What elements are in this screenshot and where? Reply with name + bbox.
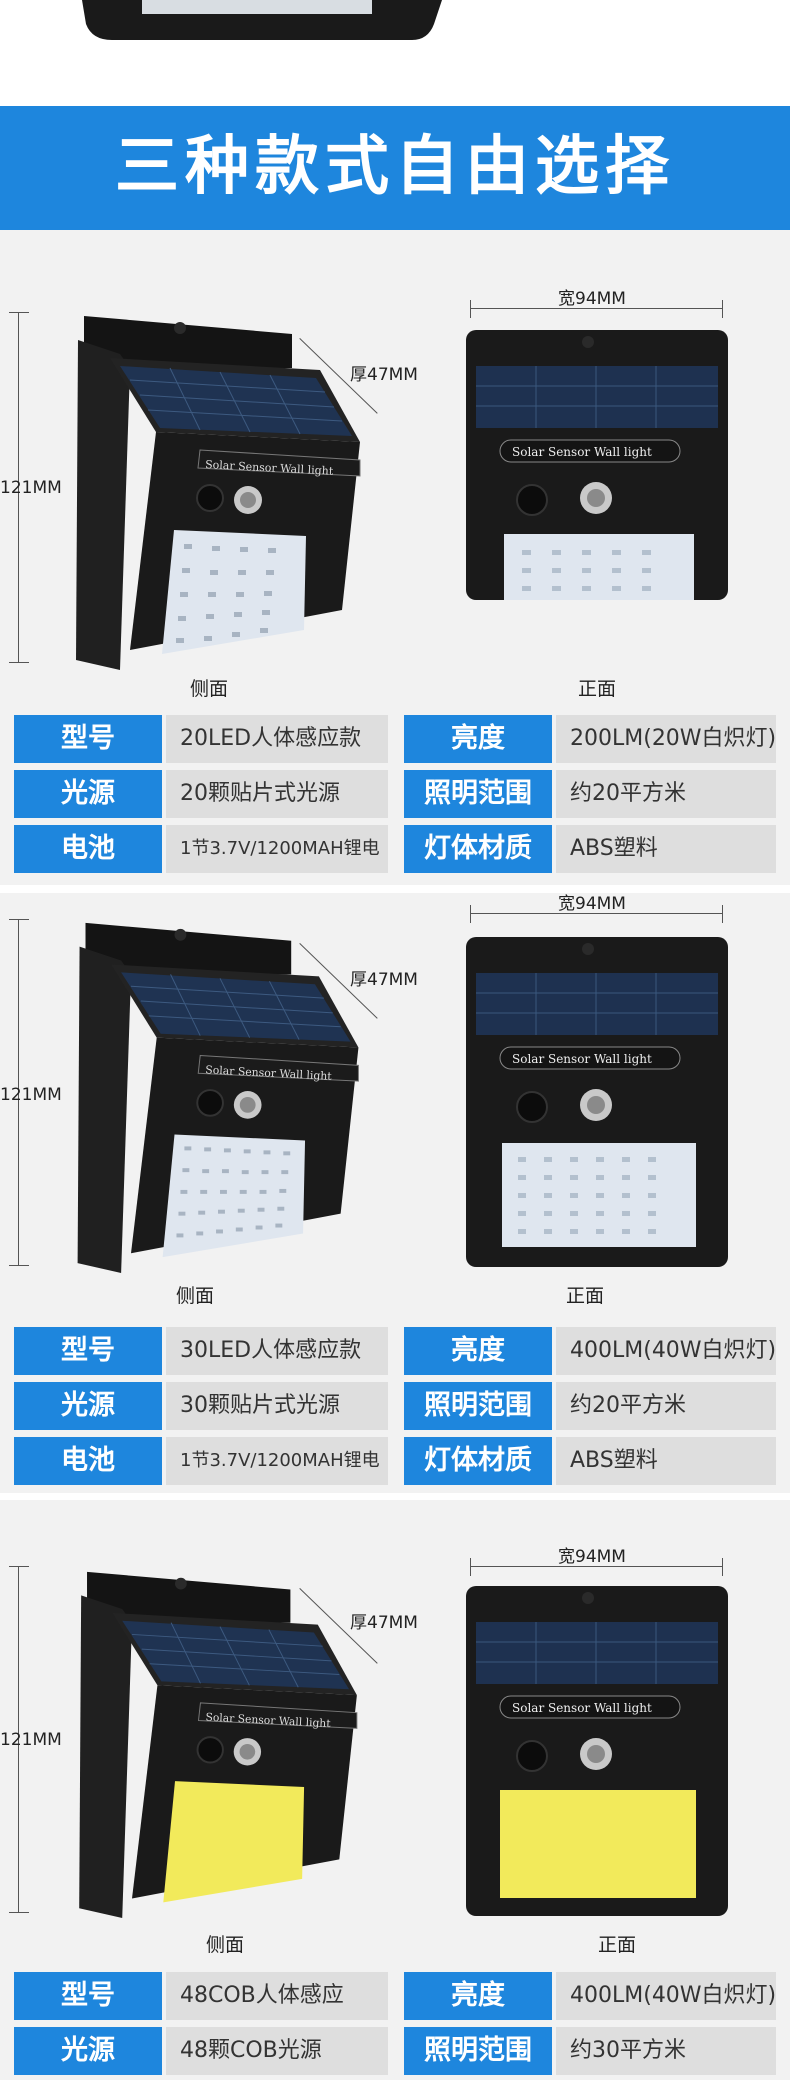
width-dimension-tick [470,300,471,318]
width-label: 宽94MM [558,1547,626,1567]
front-view-caption: 正面 [566,1285,605,1307]
panel-text: Solar Sensor Wall light [512,1052,652,1066]
panel-text: Solar Sensor Wall light [512,1701,652,1715]
width-label: 宽94MM [558,894,626,914]
front-view-image: Solar Sensor Wall light [466,330,728,600]
spec-row: 型号 48COB人体感应 亮度 400LM(40W白炽灯) [14,1972,776,2020]
front-view-image: Solar Sensor Wall light [466,1586,728,1916]
width-dimension-tick [722,905,723,923]
thickness-label: 厚47MM [350,1613,418,1633]
spec-label: 型号 [14,715,162,763]
front-view-caption: 正面 [598,1934,637,1956]
width-dimension-tick [470,1558,471,1576]
height-label: 121MM [0,478,62,498]
spec-label: 亮度 [404,1972,552,2020]
spec-value: 20颗贴片式光源 [166,770,388,818]
height-dimension-line [18,312,19,662]
spec-label: 型号 [14,1972,162,2020]
spec-value: 约30平方米 [556,2027,776,2075]
height-label: 121MM [0,1730,62,1750]
spec-row: 型号 30LED人体感应款 亮度 400LM(40W白炽灯) [14,1327,776,1375]
side-view-caption: 侧面 [176,1285,215,1307]
spec-label: 光源 [14,2027,162,2075]
spec-row: 电池 1节3.7V/1200MAH锂电 灯体材质 ABS塑料 [14,825,776,873]
front-view-image: Solar Sensor Wall light [466,937,728,1267]
width-label: 宽94MM [558,289,626,309]
spec-label: 光源 [14,770,162,818]
height-dimension-tick [9,1265,29,1266]
spec-label: 电池 [14,1437,162,1485]
spec-value: 400LM(40W白炽灯) [556,1972,776,2020]
spec-label: 灯体材质 [404,1437,552,1485]
spec-row: 光源 30颗贴片式光源 照明范围 约20平方米 [14,1382,776,1430]
width-dimension-tick [722,1558,723,1576]
spec-row: 光源 48颗COB光源 照明范围 约30平方米 [14,2027,776,2075]
spec-value: 48颗COB光源 [166,2027,388,2075]
side-view-caption: 侧面 [190,678,229,700]
side-view-caption: 侧面 [206,1934,245,1956]
product-section-3: 121MM Solar Sensor Wall light 厚47MM 宽94M… [0,1500,790,2080]
thickness-label: 厚47MM [350,970,418,990]
height-dimension-line [18,919,19,1265]
product-section-2: 121MM Solar Sensor Wall light 厚47MM [0,893,790,1493]
width-dimension-tick [722,300,723,318]
spec-value: 400LM(40W白炽灯) [556,1327,776,1375]
height-dimension-tick [9,312,29,313]
spec-label: 亮度 [404,1327,552,1375]
product-section-1: 121MM Solar Sensor Wall light 厚47MM [0,230,790,885]
banner: 三种款式自由选择 [0,106,790,230]
spec-label: 亮度 [404,715,552,763]
previous-product-image [82,0,442,40]
width-dimension-tick [470,905,471,923]
spec-label: 电池 [14,825,162,873]
spec-value: ABS塑料 [556,825,776,873]
spec-value: 48COB人体感应 [166,1972,388,2020]
thickness-label: 厚47MM [350,365,418,385]
height-dimension-tick [9,1912,29,1913]
spec-label: 照明范围 [404,1382,552,1430]
height-dimension-tick [9,1566,29,1567]
panel-text: Solar Sensor Wall light [512,445,652,459]
spec-row: 电池 1节3.7V/1200MAH锂电 灯体材质 ABS塑料 [14,1437,776,1485]
height-label: 121MM [0,1085,62,1105]
width-dimension-line [470,1566,722,1567]
spec-value: 1节3.7V/1200MAH锂电 [166,825,388,873]
side-view-image: Solar Sensor Wall light [79,1571,358,1918]
width-dimension-line [470,913,722,914]
spec-value: 30LED人体感应款 [166,1327,388,1375]
spec-label: 照明范围 [404,770,552,818]
spec-value: 1节3.7V/1200MAH锂电 [166,1437,388,1485]
spec-value: 约20平方米 [556,770,776,818]
spec-value: 200LM(20W白炽灯) [556,715,776,763]
side-view-image: Solar Sensor Wall light [76,316,361,670]
height-dimension-tick [9,662,29,663]
spec-value: 30颗贴片式光源 [166,1382,388,1430]
spec-value: 约20平方米 [556,1382,776,1430]
banner-title: 三种款式自由选择 [115,130,675,204]
spec-label: 光源 [14,1382,162,1430]
width-dimension-line [470,308,722,309]
spec-label: 照明范围 [404,2027,552,2075]
spec-label: 灯体材质 [404,825,552,873]
height-dimension-line [18,1566,19,1912]
height-dimension-tick [9,919,29,920]
spec-row: 型号 20LED人体感应款 亮度 200LM(20W白炽灯) [14,715,776,763]
side-view-image: Solar Sensor Wall light [77,922,359,1273]
spec-row: 光源 20颗贴片式光源 照明范围 约20平方米 [14,770,776,818]
spec-value: 20LED人体感应款 [166,715,388,763]
front-view-caption: 正面 [578,678,617,700]
spec-value: ABS塑料 [556,1437,776,1485]
spec-label: 型号 [14,1327,162,1375]
